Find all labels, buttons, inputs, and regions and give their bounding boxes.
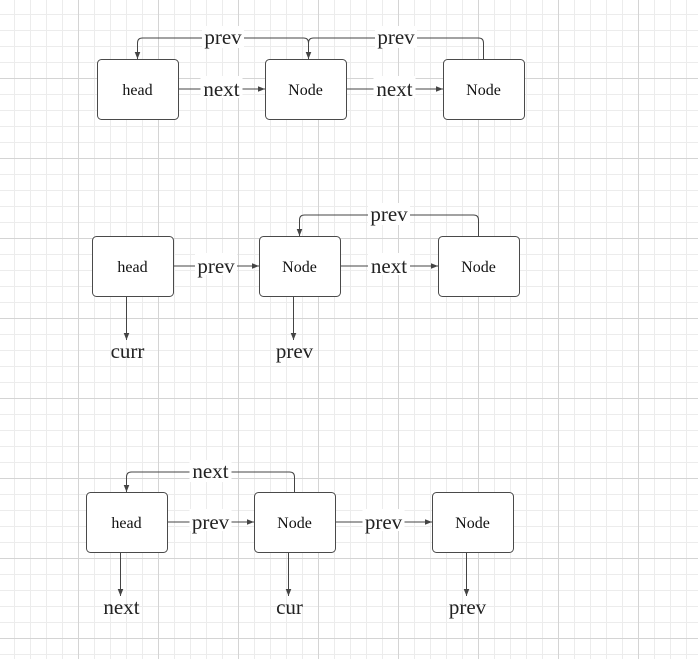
edge-label-background — [189, 509, 232, 531]
edge-label-background — [368, 203, 410, 225]
node-box-head — [97, 59, 179, 120]
diagram-3: prev prev next next cur prev head Node Node — [86, 459, 514, 619]
node-label-head: head — [111, 515, 141, 532]
edge-label-background — [375, 26, 417, 48]
node-label-node: Node — [455, 515, 490, 532]
node-label-node: Node — [282, 259, 317, 276]
edge-label-prev: prev — [365, 510, 403, 534]
node-box-node — [254, 492, 336, 553]
edge-label-background — [202, 26, 244, 48]
edge-label-prev: prev — [204, 25, 242, 49]
pointer-label-curr: curr — [111, 339, 145, 363]
node-box-node — [265, 59, 347, 120]
pointer-label-cur: cur — [276, 595, 303, 619]
edge-label-background — [195, 253, 237, 275]
node-label-node: Node — [466, 82, 501, 99]
edge-label-background — [368, 253, 410, 275]
node-label-node: Node — [461, 259, 496, 276]
node-label-node: Node — [288, 82, 323, 99]
edge-label-next: next — [371, 254, 407, 278]
node-box-head — [86, 492, 168, 553]
edge-label-background — [373, 76, 416, 98]
edge-label-prev: prev — [197, 254, 235, 278]
pointer-label-next: next — [103, 595, 139, 619]
node-box-head — [92, 236, 174, 297]
edge-label-prev: prev — [192, 510, 230, 534]
node-label-node: Node — [277, 515, 312, 532]
edge-label-next: next — [192, 459, 228, 483]
node-box-node — [443, 59, 525, 120]
edge-label-prev: prev — [370, 202, 408, 226]
node-label-head: head — [122, 82, 152, 99]
edge-label-background — [200, 76, 243, 98]
node-box-node — [438, 236, 520, 297]
edge-label-prev: prev — [377, 25, 415, 49]
node-label-head: head — [117, 259, 147, 276]
node-box-node — [259, 236, 341, 297]
edge-label-next: next — [203, 77, 239, 101]
pointer-label-prev: prev — [449, 595, 487, 619]
edge-label-background — [189, 460, 232, 482]
diagram-1: next next prev prev head Node Node — [97, 25, 525, 120]
pointer-label-prev: prev — [276, 339, 314, 363]
edge-label-background — [362, 509, 405, 531]
edge-label-next: next — [376, 77, 412, 101]
diagram-2: prev next prev curr prev head Node Node — [92, 202, 520, 363]
node-box-node — [432, 492, 514, 553]
